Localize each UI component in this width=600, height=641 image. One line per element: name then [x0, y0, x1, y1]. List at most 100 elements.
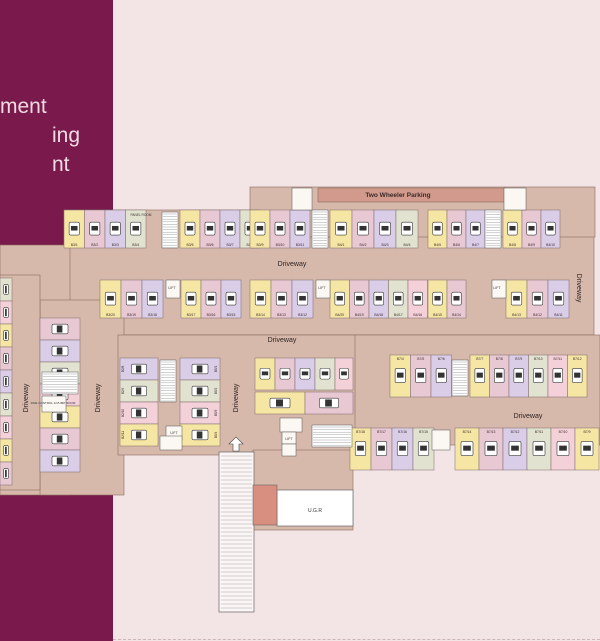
block-right-label-3: B5/3: [214, 409, 218, 416]
row-east-bottom-2-slot-3-car-window: [511, 445, 519, 451]
bottom-divider: [113, 639, 600, 640]
row-top-a-1-label-2: B3/2: [91, 243, 98, 247]
lift-label-1: LIFT: [168, 286, 176, 290]
edge-slot-5-car-window: [5, 377, 7, 386]
block-right-slot-2-car-window: [196, 387, 203, 395]
row-mid-b-2-label-1: B4/20: [335, 313, 344, 317]
block-right-slot-3-car-window: [196, 409, 203, 417]
row-mid-b-1-label-1: B3/14: [256, 313, 265, 317]
row-mid-b-3-slot-2: [446, 279, 467, 319]
row-mid-a-1-slot-3: [141, 279, 164, 319]
row-top-a-1-slot-3: [104, 209, 126, 249]
row-east-bottom-2-slot-1-car-window: [463, 445, 471, 451]
row-east-top-2-slot-5: [547, 354, 568, 398]
row-top-c-1-slot-1: [427, 209, 448, 249]
row-mid-b-2-label-3: B4/18: [374, 313, 383, 317]
row-top-c-2-slot-3: [540, 209, 561, 249]
row-east-bottom-2-label-3: B7/12: [511, 430, 520, 434]
stair-7-box: [311, 424, 353, 448]
stair-2-box: [311, 209, 329, 249]
row-east-bottom-1-label-4: B7/15: [419, 430, 428, 434]
row-east-bottom-1-label-3: B7/16: [398, 430, 407, 434]
row-top-c-2-label-2: B4/9: [528, 243, 535, 247]
row-top-a-1-label-3: B3/3: [112, 243, 119, 247]
row-east-bottom-2-slot-6: [574, 427, 600, 471]
block-left-slot-2: [119, 379, 159, 403]
stair-6-box: [451, 359, 469, 397]
row-top-c-2-slot-3-car-window: [547, 225, 554, 231]
row-mid-b-3-label-2: B4/14: [452, 313, 461, 317]
row-mid-b-2-label-4: B4/17: [394, 313, 403, 317]
driveway-label-center-vertical: Driveway: [95, 383, 102, 412]
row-mid-b-2-slot-3: [368, 279, 389, 319]
ugr-side-room: [252, 484, 278, 526]
row-east-bottom-2-slot-5: [550, 427, 576, 471]
side-text-line-1: ment: [0, 95, 47, 118]
row-mid-a-2-slot-2: [200, 279, 222, 319]
core-slot-2-car-window: [281, 371, 289, 376]
block-left-label-1: B2/8: [121, 365, 125, 372]
row-mid-a-2-slot-2-car-window: [207, 295, 215, 301]
row-mid-a-1-label-1: B3/20: [106, 313, 115, 317]
row-mid-a-2-label-1: B3/17: [187, 313, 196, 317]
row-mid-b-4-label-1: B4/13: [512, 313, 521, 317]
row-mid-b-3-slot-1: [427, 279, 448, 319]
row-east-top-2-slot-6-car-window: [574, 372, 581, 378]
stair-3-box: [484, 209, 502, 249]
ramp: [218, 436, 255, 613]
two-wheeler-label: Two Wheeler Parking: [365, 192, 430, 199]
row-mid-b-4-label-3: B4/11: [554, 313, 563, 317]
row-east-bottom-1-slot-2: [370, 427, 393, 471]
left-wing-slot-5-car-window: [56, 413, 63, 421]
ugr-label: U.G.R: [308, 508, 322, 514]
row-top-b-1-slot-2-car-window: [276, 225, 284, 231]
service-room-3: [165, 279, 181, 299]
row-east-bottom-2-label-6: B7/9: [584, 430, 591, 434]
row-top-c-2-label-3: B4/10: [546, 243, 555, 247]
plan-labels: Two Wheeler Parking Driveway Driveway Dr…: [23, 192, 582, 514]
row-top-c-2-slot-2: [521, 209, 542, 249]
row-east-bottom-2-slot-2-car-window: [487, 445, 495, 451]
ugr-room: [276, 489, 354, 527]
row-top-b-1-slot-2: [269, 209, 291, 249]
block-left-slot-3-car-window: [135, 409, 142, 417]
row-top-b-1-label-2: B3/10: [276, 243, 285, 247]
row-top-c-2-slot-1-car-window: [509, 225, 516, 231]
left-wing-slot-2-car-window: [56, 347, 63, 355]
stair-1: [161, 211, 179, 249]
row-mid-b-4-slot-2-car-window: [534, 295, 541, 301]
row-east-top-2-slot-3-car-window: [515, 372, 522, 378]
row-mid-b-4-label-2: B4/12: [533, 313, 542, 317]
row-mid-b-4-slot-3: [547, 279, 570, 319]
panel-room-label-top: PANEL ROOM: [131, 213, 152, 217]
row-east-top-2-slot-1: [469, 354, 490, 398]
row-top-a-2-label-1: B3/5: [187, 243, 194, 247]
block-right-slot-4-car-window: [196, 431, 203, 439]
row-top-a-2-label-3: B3/7: [227, 243, 234, 247]
row-east-top-2-slot-4: [528, 354, 549, 398]
row-east-top-1-slot-2: [410, 354, 432, 398]
row-mid-a-2-label-2: B3/16: [207, 313, 216, 317]
row-mid-b-1-slot-2-car-window: [278, 295, 285, 301]
row-top-b-2-label-3: B4/3: [382, 243, 389, 247]
core-slot-4-car-window: [321, 371, 329, 376]
row-top-b-1-slot-1: [249, 209, 271, 249]
row-mid-b-2-slot-5-car-window: [414, 295, 421, 301]
core-slot-1: [254, 357, 276, 391]
left-wing-slot-6-car-window: [56, 435, 63, 443]
row-top-b-2-label-2: B4/2: [360, 243, 367, 247]
row-top-b-1-label-1: B3/9: [257, 243, 264, 247]
service-room-8: [279, 417, 303, 433]
row-mid-a-2-slot-1: [180, 279, 202, 319]
row-east-bottom-1-slot-3: [391, 427, 414, 471]
row-east-top-1-slot-1: [389, 354, 411, 398]
core-slot-5: [334, 357, 354, 391]
row-top-b-1-slot-3-car-window: [296, 225, 304, 231]
row-mid-a-1-slot-1: [99, 279, 122, 319]
row-mid-b-1-slot-3-car-window: [299, 295, 306, 301]
lift-label-3: LIFT: [493, 286, 501, 290]
edge-slot-3: [0, 323, 13, 348]
core-slot-6: [254, 391, 306, 415]
row-mid-b-2-slot-4: [388, 279, 409, 319]
